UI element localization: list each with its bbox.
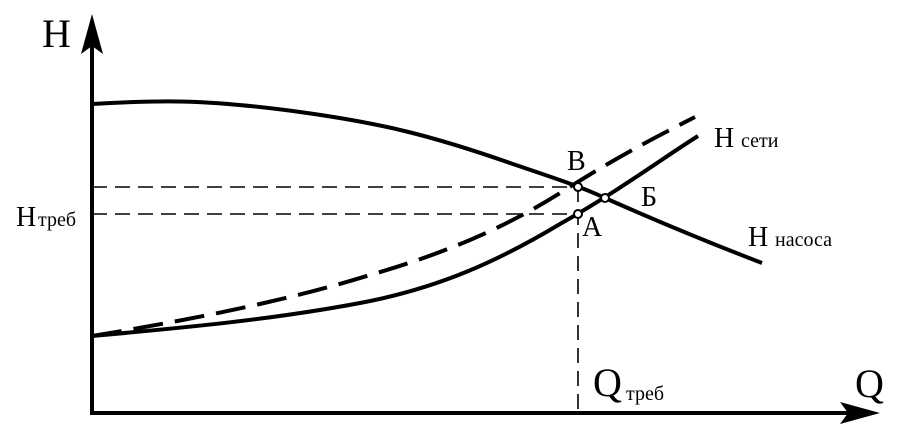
point-a-marker bbox=[573, 209, 583, 219]
point-b2-marker bbox=[600, 193, 610, 203]
network-curve-solid bbox=[91, 134, 700, 338]
x-axis-arrowhead bbox=[840, 402, 880, 424]
network-curve-label-main: H bbox=[714, 123, 734, 154]
guide-lines bbox=[92, 186, 579, 413]
y-axis-arrowhead bbox=[81, 14, 103, 54]
network-curve-label-sub: сети bbox=[741, 130, 779, 152]
x-axis-label: Q bbox=[855, 361, 884, 406]
y-axis-label: H bbox=[42, 11, 71, 56]
point-b-marker bbox=[573, 182, 583, 192]
point-a-label: А bbox=[582, 212, 603, 243]
pump-curve-label-sub: насоса bbox=[775, 229, 832, 251]
pump-curve bbox=[91, 99, 763, 265]
h-required-label-main: H bbox=[16, 202, 36, 233]
point-b2-label: Б bbox=[641, 182, 657, 213]
network-curve-dashed bbox=[91, 115, 696, 338]
q-required-label-main: Q bbox=[593, 360, 622, 405]
h-required-label-sub: треб bbox=[38, 209, 76, 231]
axes bbox=[90, 42, 852, 415]
pump-curve-label-main: H bbox=[748, 222, 768, 253]
q-required-label-sub: треб bbox=[626, 383, 664, 405]
point-b-label: В bbox=[567, 146, 586, 177]
